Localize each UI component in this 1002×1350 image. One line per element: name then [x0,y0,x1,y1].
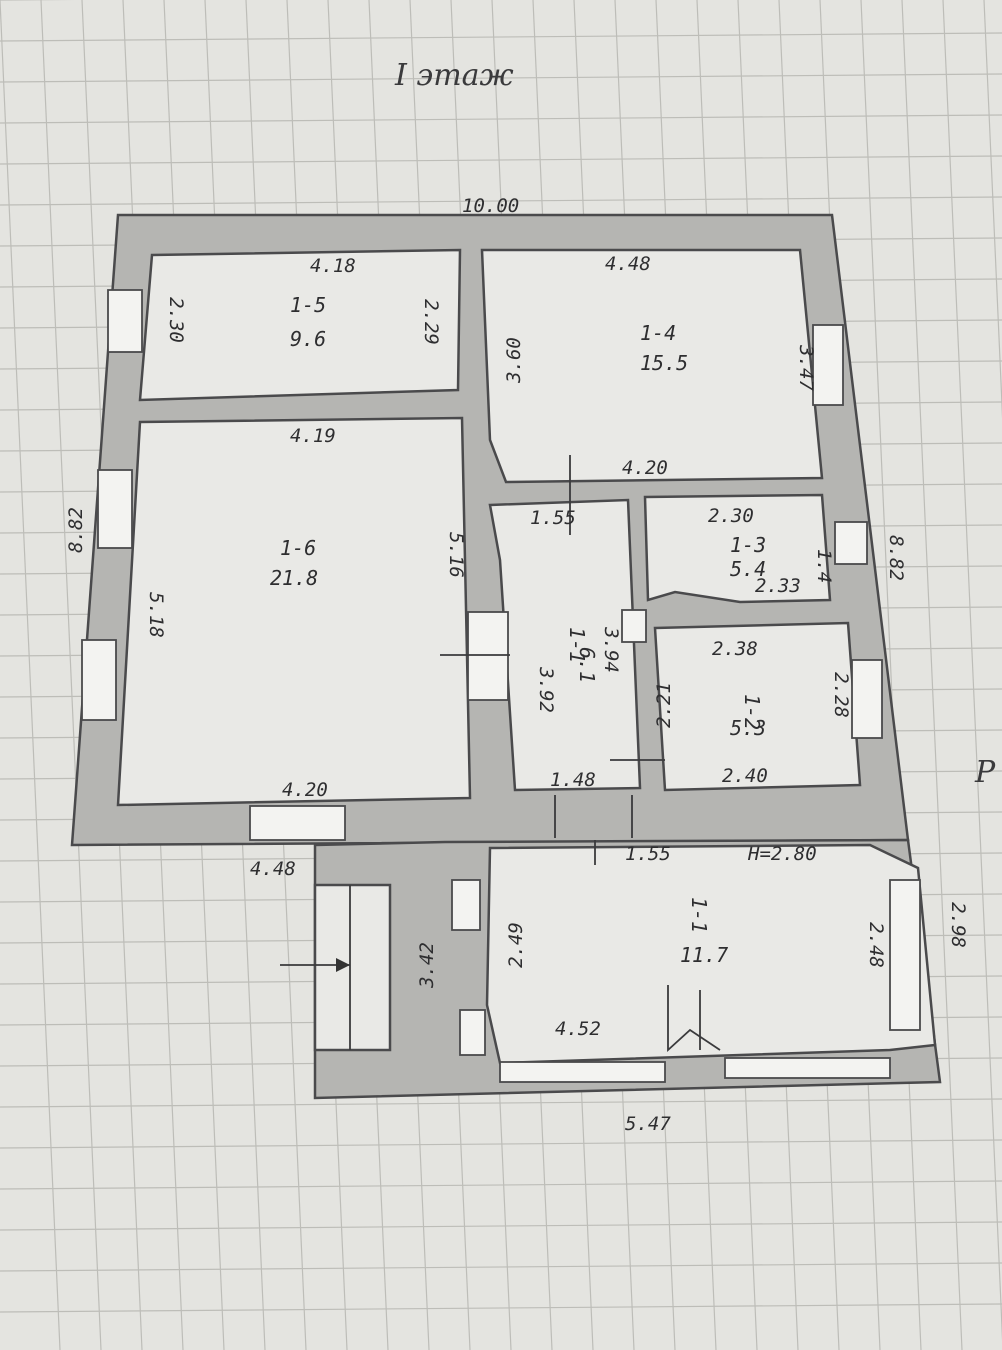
room-1-2-area: 5.3 [730,716,766,740]
floor-title: I этаж [394,58,514,93]
window-entry-bottom-a [499,1061,666,1083]
entry-dim-right: 2.48 [865,922,887,968]
entry-id: 1-1 [687,897,711,933]
ceiling-height: H=2.80 [747,843,817,865]
margin-note: Р [974,755,996,790]
room-1-2-dim-top: 2.38 [712,638,758,660]
window-1-6-bottom [249,805,346,841]
window-entry-left [451,879,481,931]
window-1-2 [851,659,883,739]
entry-dim-top: 1.55 [625,843,671,865]
stove-chimney [621,609,647,643]
grid-line-vertical [40,0,102,1350]
room-1-3-area: 5.4 [730,557,766,581]
window-1-3 [834,521,868,565]
room-1-6-id: 1-6 [280,536,316,560]
room-1-5-area: 9.6 [290,327,326,351]
room-1-6-dim-bottom: 4.20 [282,779,328,801]
hall-dim-top: 1.55 [530,507,576,529]
room-1-6 [116,416,472,807]
grid-line-vertical [0,0,61,1350]
grid-line-vertical [901,0,963,1350]
room-1-4 [480,248,824,484]
room-1-5-id: 1-5 [290,293,326,317]
room-1-3-id: 1-3 [730,533,766,557]
grid-line-horizontal [0,1180,1002,1190]
grid-line-horizontal [0,32,1002,42]
room-1-3-dim-top: 2.30 [708,505,754,527]
room-1-2 [653,621,862,792]
hall-dim-right: 3.94 [600,626,622,673]
door-1-6 [467,611,509,701]
grid-line-horizontal [0,1221,1002,1231]
room-1-4-dim-top: 4.48 [605,253,651,275]
grid-line-horizontal [0,1262,1002,1272]
grid-line-horizontal [0,1303,1002,1313]
grid-line-horizontal [0,1098,1002,1108]
grid-line-vertical [942,0,1002,1342]
window-1-6-lower [81,639,117,721]
grid-line-vertical [860,0,922,1350]
hall-dim-left: 3.92 [535,666,557,713]
entry-dim-bottom: 4.52 [555,1018,601,1040]
dim-bottom-width: 5.47 [625,1113,671,1135]
porch-steps [313,883,392,1052]
room-1-6-dim-left: 5.18 [145,592,167,638]
room-1-6-dim-top: 4.19 [290,425,336,447]
room-1-6-area: 21.8 [270,566,318,590]
room-1-5 [138,248,462,402]
room-1-5-dim-left: 2.30 [165,297,187,343]
room-1-4-id: 1-4 [640,321,676,345]
dim-top-width: 10.00 [462,195,519,217]
grid-line-vertical [983,0,1002,419]
dim-annex-left: 4.48 [250,858,296,880]
room-1-2-dim-left: 2.21 [653,682,675,728]
room-1-6-dim-right: 5.16 [445,532,467,578]
entry-area: 11.7 [680,943,728,967]
room-1-4-dim-left: 3.60 [503,337,525,384]
entry-arrow-head [336,958,350,972]
grid-line-horizontal [0,114,1002,124]
hall-area: 6.1 [575,647,599,683]
room-1-3-dim-right: 1.4 [813,549,835,583]
room-1-5-dim-top: 4.18 [310,255,356,277]
room-1-4-area: 15.5 [640,351,688,375]
entry-dim-left: 2.49 [505,922,527,968]
room-1-3 [643,493,832,604]
room-1-3-dim-bottom: 2.33 [755,575,801,597]
hall-id: 1-1 [565,627,589,663]
window-1-5 [107,289,143,353]
dim-right-height: 8.82 [885,535,907,581]
room-1-2-dim-right: 2.28 [830,672,852,718]
entry-dim-outer-left: 3.42 [416,942,438,989]
dim-annex-right: 2.98 [947,902,969,948]
hall-dim-bottom: 1.48 [550,769,596,791]
dim-left-height: 8.82 [65,507,87,553]
window-entry-bottom-b [724,1057,891,1079]
grid-line-horizontal [0,1139,1002,1149]
room-1-5-dim-right: 2.29 [420,299,442,345]
room-1-4-dim-right: 3.47 [795,344,817,391]
room-1-2-dim-bottom: 2.40 [722,765,768,787]
window-entry-left-low [459,1009,486,1056]
room-1-2-id: 1-2 [740,694,764,730]
room-1-4-dim-bottom: 4.20 [622,457,668,479]
window-1-4 [812,324,844,406]
window-1-6-upper [97,469,133,549]
room-1-1-entry [485,843,937,1065]
grid-line-horizontal [0,196,1002,206]
grid-line-horizontal [0,73,1002,83]
room-1-1-hall [488,498,642,792]
grid-line-horizontal [0,155,1002,165]
window-entry-right [889,879,921,1031]
stair-symbol [667,985,721,1053]
